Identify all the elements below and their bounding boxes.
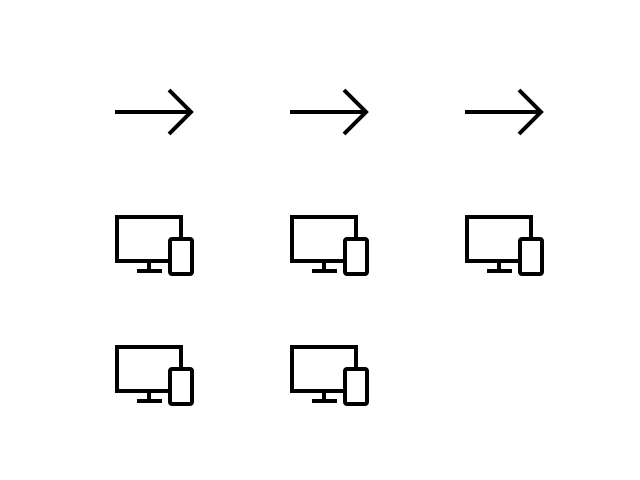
devices-icon [115, 215, 195, 277]
devices-icon [290, 345, 370, 407]
devices-icon [465, 215, 545, 277]
arrow-right-icon [465, 88, 545, 136]
devices-icon [115, 345, 195, 407]
arrow-right-icon [115, 88, 195, 136]
arrow-right-icon [290, 88, 370, 136]
devices-icon [290, 215, 370, 277]
